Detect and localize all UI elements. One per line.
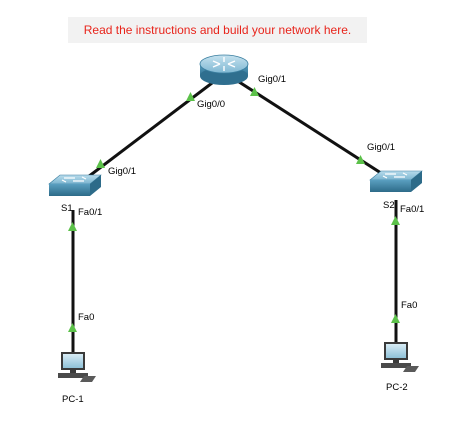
link-indicator-router-gig01: [250, 87, 259, 96]
link-indicator-pc1-fa0: [68, 323, 77, 332]
port-label-router-gig00: Gig0/0: [197, 99, 225, 110]
link-indicator-router-gig00: [186, 92, 195, 101]
port-label-s1-gig01: Gig0/1: [108, 166, 136, 177]
device-label-pc1: PC-1: [62, 394, 84, 405]
instruction-banner: Read the instructions and build your net…: [68, 17, 367, 43]
port-label-pc1-fa0: Fa0: [78, 312, 94, 323]
pc-right-icon[interactable]: [381, 342, 419, 372]
link-indicator-pc2-fa0: [391, 314, 400, 323]
port-label-pc2-fa0: Fa0: [401, 300, 417, 311]
link-indicator-s2-fa01: [391, 216, 400, 225]
switch-left-icon[interactable]: [48, 174, 102, 196]
switch-right-icon[interactable]: [369, 170, 423, 192]
device-label-pc2: PC-2: [386, 382, 408, 393]
device-label-s2: S2: [383, 200, 395, 211]
port-label-s2-fa01: Fa0/1: [400, 204, 424, 215]
port-label-router-gig01: Gig0/1: [258, 74, 286, 85]
device-label-s1: S1: [61, 203, 73, 214]
link-indicator-s1-fa01: [68, 222, 77, 231]
port-label-s2-gig01: Gig0/1: [367, 142, 395, 153]
link-indicator-s2-gig01: [356, 155, 365, 164]
link-indicator-s1-gig01: [96, 159, 105, 168]
router-icon[interactable]: [199, 54, 249, 85]
port-label-s1-fa01: Fa0/1: [78, 207, 102, 218]
pc-left-icon[interactable]: [58, 352, 96, 382]
